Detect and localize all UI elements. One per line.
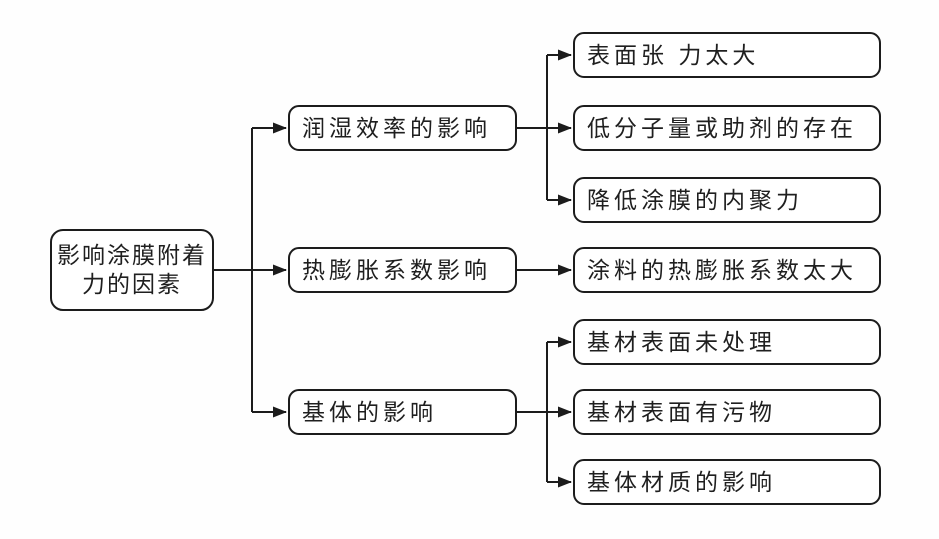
branch-node-wetting: 润湿效率的影响 bbox=[288, 105, 517, 151]
leaf-node-cohesion-reduction: 降低涂膜的内聚力 bbox=[573, 177, 881, 223]
leaf-node-surface-contaminated: 基材表面有污物 bbox=[573, 389, 881, 435]
branch-node-substrate: 基体的影响 bbox=[288, 389, 517, 435]
branch-node-thermal-expansion: 热膨胀系数影响 bbox=[288, 247, 517, 293]
root-node: 影响涂膜附着 力的因素 bbox=[50, 229, 214, 311]
leaf-node-surface-tension: 表面张 力太大 bbox=[573, 32, 881, 78]
root-branch-connector bbox=[214, 122, 287, 418]
leaf-node-coating-expansion-too-large: 涂料的热膨胀系数太大 bbox=[573, 247, 881, 293]
branch3-leaf-connector bbox=[517, 336, 572, 488]
leaf-node-surface-untreated: 基材表面未处理 bbox=[573, 319, 881, 365]
leaf-node-substrate-material: 基体材质的影响 bbox=[573, 459, 881, 505]
leaf-node-low-molecular-weight: 低分子量或助剂的存在 bbox=[573, 105, 881, 151]
branch1-leaf-connector bbox=[517, 49, 572, 206]
